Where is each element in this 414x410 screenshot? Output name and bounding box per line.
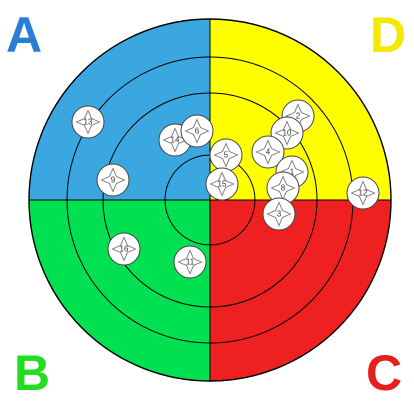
- marker-number: 13: [84, 118, 93, 127]
- quadrant-label-c: C: [366, 345, 403, 401]
- marker-layer: 2 10 13 14 6 5 4 1 9 15 8 12 3 16 11: [71, 99, 380, 279]
- marker-6: 6: [180, 114, 214, 148]
- quadrant-label-a: A: [6, 7, 43, 63]
- marker-16: 16: [107, 232, 141, 266]
- marker-5: 5: [209, 138, 243, 172]
- marker-11: 11: [173, 245, 207, 279]
- marker-number: 5: [224, 151, 229, 160]
- compass-star-icon: [100, 167, 126, 193]
- quadrant-b: [29, 200, 210, 381]
- marker-number: 12: [359, 189, 368, 198]
- marker-number: 11: [186, 258, 195, 267]
- compass-star-icon: [111, 236, 137, 262]
- compass-star-icon: [213, 142, 239, 168]
- marker-disc: [346, 176, 380, 210]
- quadrant-label-d: D: [370, 7, 407, 63]
- compass-star-icon: [75, 109, 101, 135]
- compass-star-icon: [162, 127, 188, 153]
- marker-number: 15: [218, 180, 227, 189]
- axis-layer: [29, 19, 391, 381]
- marker-9: 9: [96, 163, 130, 197]
- marker-3: 3: [262, 197, 296, 231]
- marker-disc: [107, 232, 141, 266]
- compass-star-icon: [266, 201, 292, 227]
- marker-disc: [96, 163, 130, 197]
- marker-disc: [205, 167, 239, 201]
- marker-13: 13: [71, 105, 105, 139]
- marker-disc: [180, 114, 214, 148]
- marker-12: 12: [346, 176, 380, 210]
- compass-star-icon: [274, 120, 300, 146]
- marker-number: 3: [277, 210, 282, 219]
- marker-number: 14: [171, 136, 180, 145]
- marker-15: 15: [205, 167, 239, 201]
- marker-4: 4: [251, 135, 285, 169]
- marker-number: 1: [290, 168, 295, 177]
- compass-star-icon: [255, 139, 281, 165]
- quadrant-c: [210, 200, 391, 381]
- marker-number: 9: [111, 176, 116, 185]
- marker-number: 8: [281, 184, 286, 193]
- marker-number: 2: [296, 112, 301, 121]
- marker-disc: [262, 197, 296, 231]
- marker-number: 4: [266, 148, 271, 157]
- compass-star-icon: [177, 249, 203, 275]
- quadrant-label-b: B: [14, 345, 51, 401]
- marker-number: 10: [283, 129, 292, 138]
- compass-star-icon: [209, 171, 235, 197]
- compass-star-icon: [184, 118, 210, 144]
- marker-disc: [71, 105, 105, 139]
- marker-disc: [173, 245, 207, 279]
- marker-disc: [251, 135, 285, 169]
- compass-star-icon: [350, 180, 376, 206]
- marker-number: 6: [195, 127, 200, 136]
- marker-number: 16: [120, 245, 129, 254]
